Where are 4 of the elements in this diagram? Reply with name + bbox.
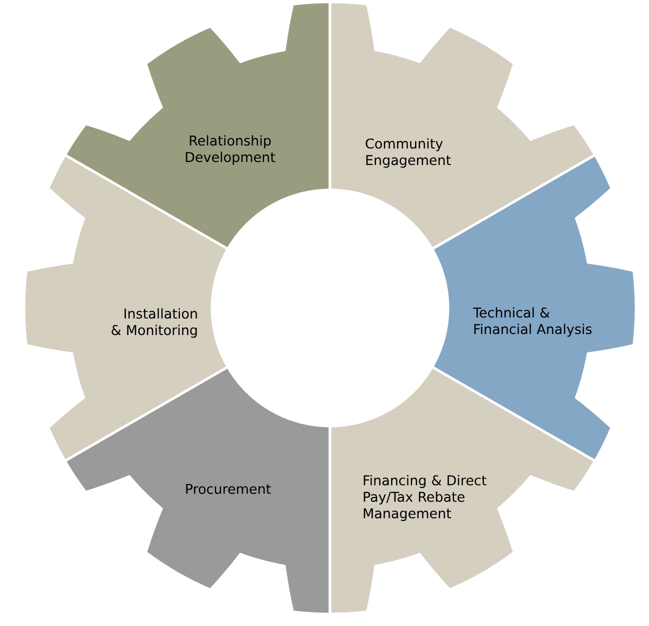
puzzle-piece: Procurement [64,366,332,616]
puzzle-piece: Relationship Development [64,0,332,250]
puzzle-piece: Financing & Direct Pay/Tax Rebate Management [328,366,596,616]
puzzle-piece: Community Engagement [328,0,596,250]
